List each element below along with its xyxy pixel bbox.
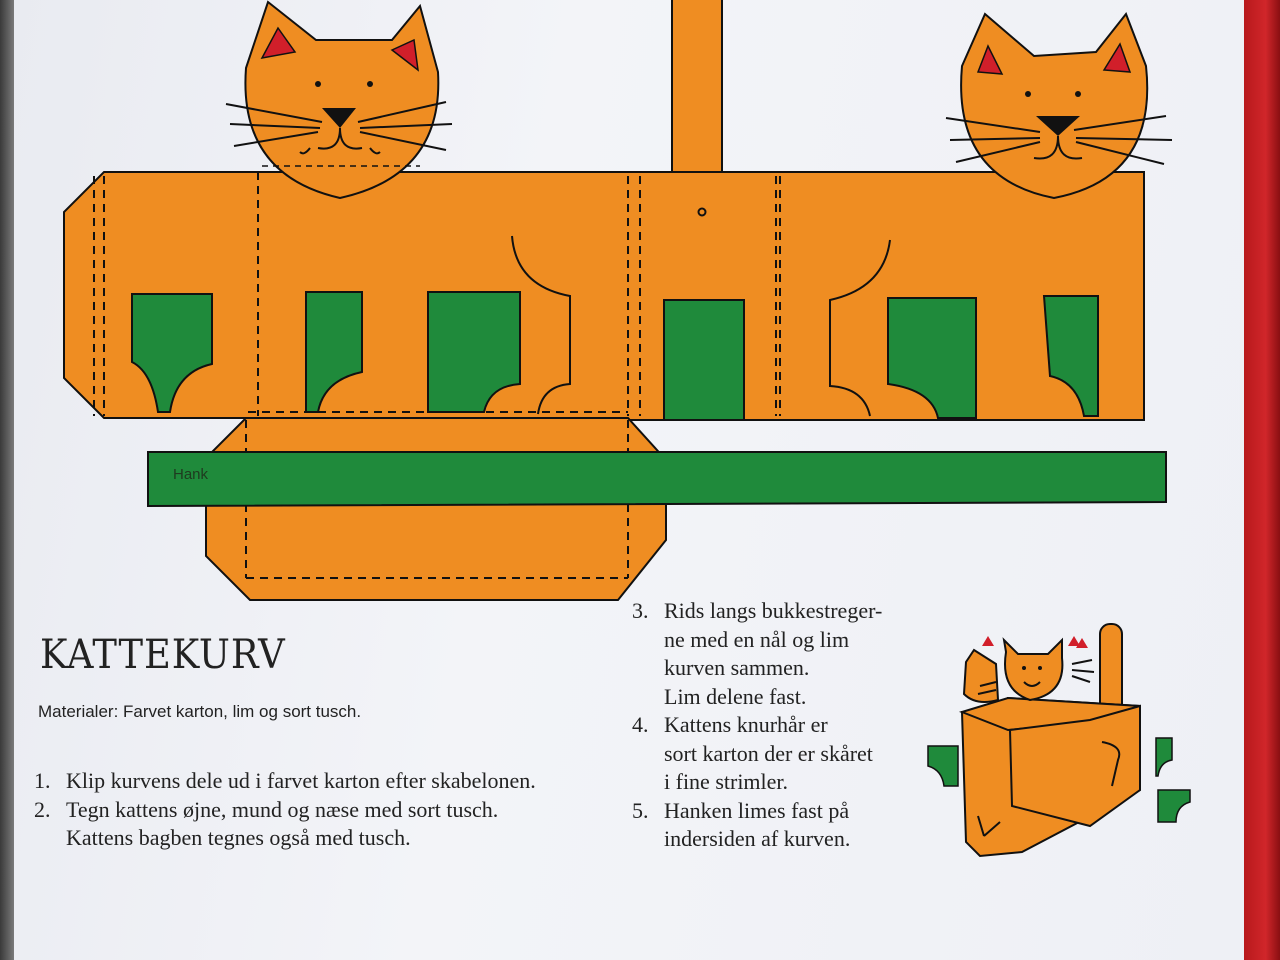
assembled-basket-illustration — [927, 623, 1191, 858]
step-text: Klip kurvens dele ud i farvet karton eft… — [66, 768, 536, 793]
basket-bottom-template — [205, 417, 667, 601]
handle-label: Hank — [173, 466, 209, 483]
step-text: Tegn kattens øjne, mund og næse med sort… — [66, 796, 499, 851]
page-title: KATTEKURV — [40, 632, 286, 678]
bottom-fold-lines — [245, 411, 629, 579]
step-number: 1. — [34, 768, 51, 793]
book-spine-shadow — [0, 0, 14, 960]
handle-band — [147, 451, 1167, 508]
step-number: 2. — [34, 796, 51, 822]
right-cat-head — [945, 12, 1173, 200]
step-text: Rids langs bukkestreger- ne med en nål o… — [664, 598, 883, 709]
step-item: 1. Klip kurvens dele ud i farvet karton … — [34, 767, 536, 796]
step-text: Hanken limes fast på indersiden af kurve… — [664, 797, 851, 852]
step-number: 4. — [632, 712, 649, 737]
fold-lines — [93, 172, 781, 416]
steps-list-left: 1. Klip kurvens dele ud i farvet karton … — [34, 767, 536, 853]
step-number: 5. — [632, 797, 649, 823]
step-item: 2. Tegn kattens øjne, mund og næse med s… — [34, 796, 536, 853]
leg-cutouts — [131, 291, 1099, 421]
step-text: Kattens knurhår er sort karton der er sk… — [664, 712, 873, 794]
basket-body-template — [63, 0, 1173, 421]
back-leg-lines — [511, 235, 891, 417]
left-cat-head — [225, 0, 453, 200]
materials-text: Materialer: Farvet karton, lim og sort t… — [38, 702, 362, 721]
step-number: 3. — [632, 598, 649, 623]
book-cover-edge — [1244, 0, 1280, 960]
step-item: 5. Hanken limes fast på indersiden af ku… — [632, 797, 882, 854]
step-item: 4. Kattens knurhår er sort karton der er… — [632, 711, 882, 797]
steps-list-right: 3. Rids langs bukkestreger- ne med en nå… — [632, 597, 882, 854]
handle-strip-top — [671, 0, 723, 177]
step-item: 3. Rids langs bukkestreger- ne med en nå… — [632, 597, 882, 711]
